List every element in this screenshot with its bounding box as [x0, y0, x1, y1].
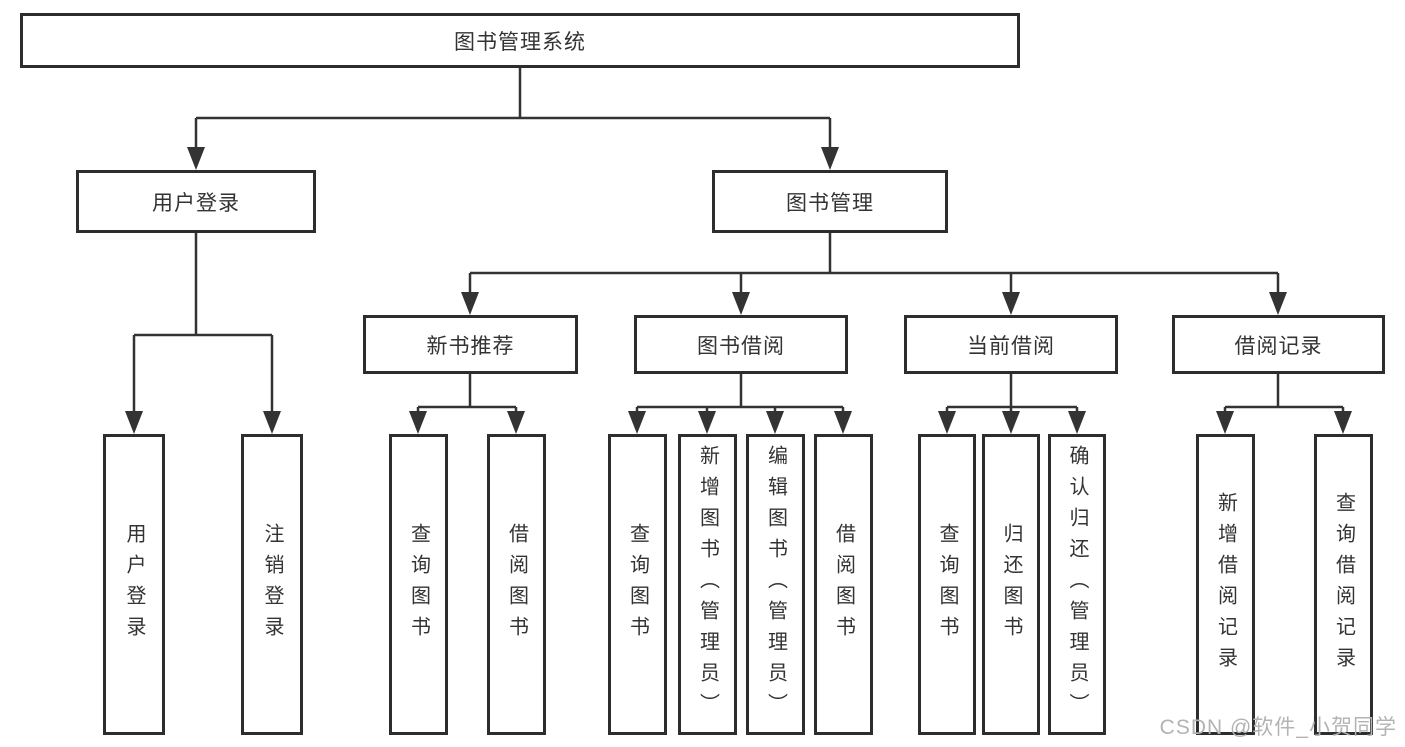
arrowhead — [1002, 292, 1020, 315]
node-new-book-recommend-label: 新书推荐 — [426, 334, 515, 358]
node-query-books-2-label: 查询图书 — [626, 522, 649, 647]
arrowhead — [507, 411, 525, 434]
arrowhead — [1216, 411, 1234, 434]
arrowhead — [263, 411, 281, 434]
node-query-books-3-label: 查询图书 — [936, 522, 958, 647]
arrowhead — [766, 411, 784, 434]
arrowhead — [1334, 411, 1352, 434]
node-add-book-admin-label: 新增图书（管理员） — [696, 445, 719, 724]
node-book-management: 图书管理 — [712, 170, 948, 233]
node-return-book: 归还图书 — [982, 434, 1040, 735]
node-borrow-records-label: 借阅记录 — [1234, 334, 1323, 358]
arrowhead — [461, 292, 479, 315]
node-query-borrow-record: 查询借阅记录 — [1314, 434, 1373, 735]
node-logout: 注销登录 — [241, 434, 303, 735]
node-current-borrow: 当前借阅 — [904, 315, 1118, 374]
node-borrow-books-2-label: 借阅图书 — [832, 522, 855, 647]
arrowhead — [732, 292, 750, 315]
node-root: 图书管理系统 — [20, 13, 1020, 68]
node-query-books-1: 查询图书 — [389, 434, 448, 735]
node-logout-label: 注销登录 — [261, 522, 283, 647]
node-user-login-group-label: 用户登录 — [152, 191, 240, 215]
node-query-books-2: 查询图书 — [608, 434, 667, 735]
node-edit-book-admin-label: 编辑图书（管理员） — [764, 445, 787, 724]
arrowhead — [821, 147, 839, 170]
node-borrow-books-1: 借阅图书 — [487, 434, 546, 735]
arrowhead — [1269, 292, 1287, 315]
arrowhead — [1068, 411, 1086, 434]
node-borrow-records: 借阅记录 — [1172, 315, 1385, 374]
node-borrow-books-2: 借阅图书 — [814, 434, 873, 735]
node-return-book-label: 归还图书 — [1000, 522, 1022, 647]
node-book-borrow-label: 图书借阅 — [697, 334, 785, 358]
node-user-login-group: 用户登录 — [76, 170, 316, 233]
arrowhead — [628, 411, 646, 434]
node-book-borrow: 图书借阅 — [634, 315, 848, 374]
arrowhead — [409, 411, 427, 434]
node-current-borrow-label: 当前借阅 — [967, 334, 1055, 358]
arrowhead — [938, 411, 956, 434]
watermark: CSDN @软件_小贺同学 — [1159, 716, 1397, 739]
node-add-borrow-record: 新增借阅记录 — [1196, 434, 1255, 735]
node-book-management-label: 图书管理 — [786, 191, 874, 215]
node-edit-book-admin: 编辑图书（管理员） — [746, 434, 805, 735]
node-new-book-recommend: 新书推荐 — [363, 315, 578, 374]
arrowhead — [125, 411, 143, 434]
node-add-book-admin: 新增图书（管理员） — [678, 434, 737, 735]
node-user-login-label: 用户登录 — [123, 522, 145, 647]
node-add-borrow-record-label: 新增借阅记录 — [1214, 491, 1237, 678]
arrowhead — [834, 411, 852, 434]
node-user-login: 用户登录 — [103, 434, 165, 735]
node-confirm-return-admin-label: 确认归还（管理员） — [1066, 445, 1088, 724]
node-confirm-return-admin: 确认归还（管理员） — [1048, 434, 1106, 735]
node-query-books-3: 查询图书 — [918, 434, 976, 735]
node-borrow-books-1-label: 借阅图书 — [505, 522, 528, 647]
node-root-label: 图书管理系统 — [454, 30, 586, 54]
arrowhead — [187, 147, 205, 170]
arrowhead — [698, 411, 716, 434]
arrowhead — [1002, 411, 1020, 434]
node-query-borrow-record-label: 查询借阅记录 — [1332, 491, 1355, 678]
node-query-books-1-label: 查询图书 — [407, 522, 430, 647]
